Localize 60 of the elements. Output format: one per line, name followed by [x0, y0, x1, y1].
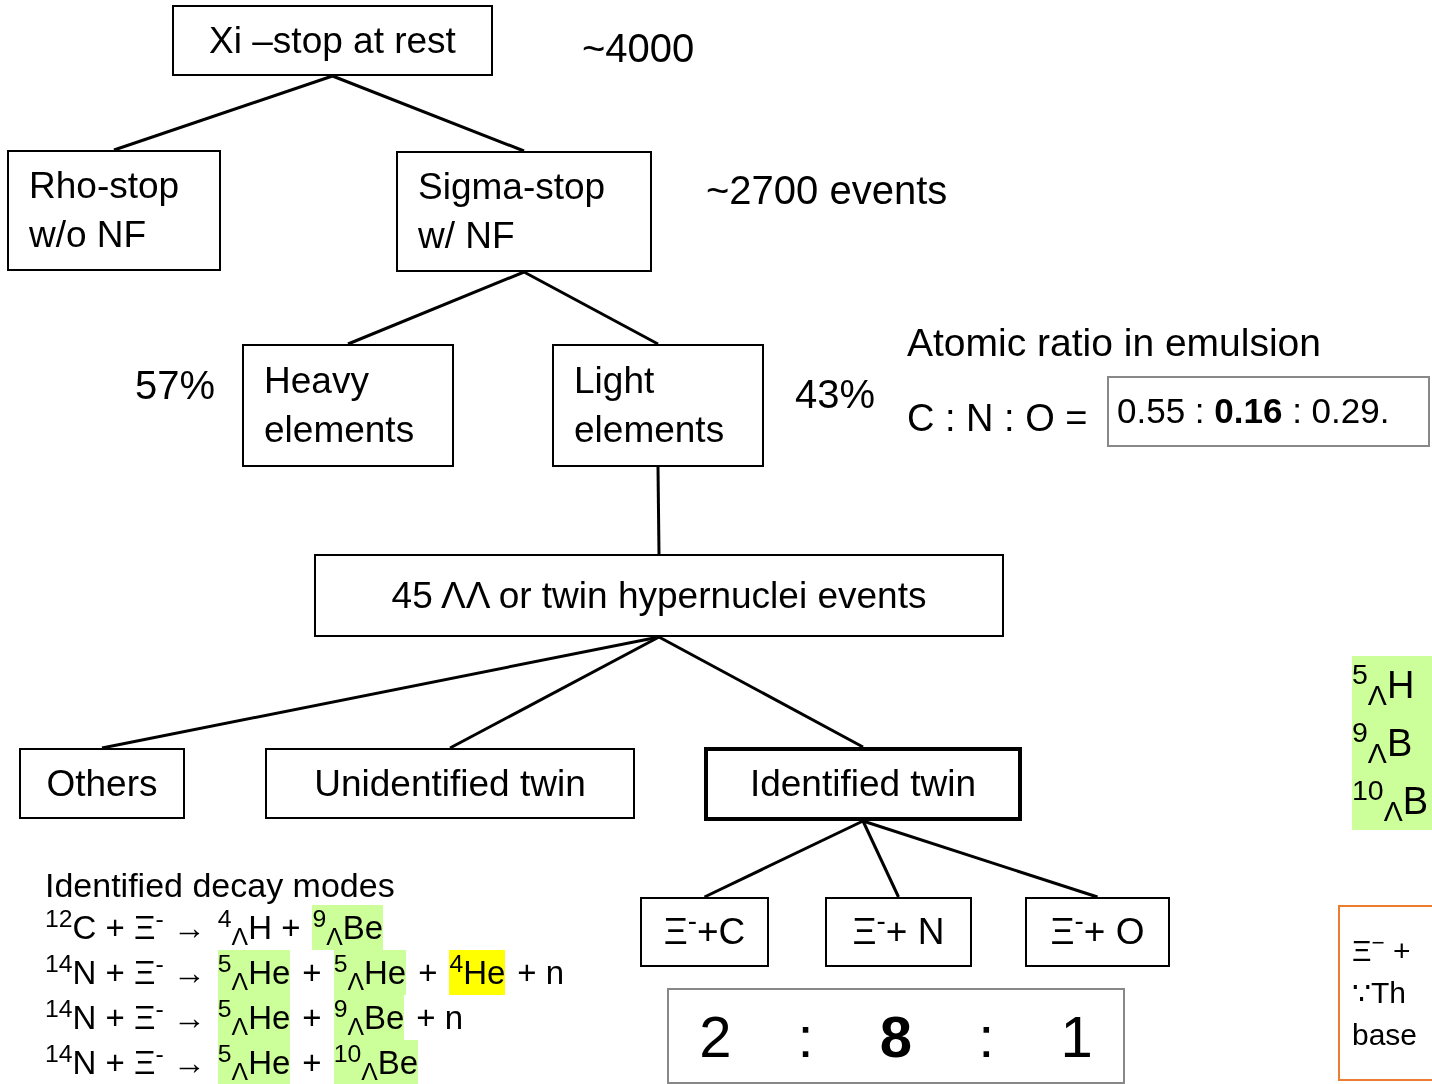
highlighted-term: $^{4}$He	[449, 950, 506, 995]
note-text: ~4000	[582, 26, 695, 70]
node-text: base	[1352, 1017, 1419, 1053]
node-text: ∵Th	[1352, 975, 1407, 1011]
node-text: 0.55 : 0.16 : 0.29.	[1117, 390, 1391, 433]
note-text: Identified decay modes	[45, 866, 395, 904]
node-text: Others	[46, 761, 158, 806]
equation-text: $^{14}$N + Ξ$^{-}$ →	[45, 950, 206, 993]
connector-line	[862, 819, 1098, 899]
note-text: 43%	[795, 372, 876, 416]
node-text: Ξ$^{-}$+C	[663, 904, 746, 955]
node-text: Sigma-stop w/ NF	[418, 165, 607, 258]
equation-text: + n	[416, 998, 464, 1038]
node-box	[396, 151, 652, 272]
equation-text: +	[418, 953, 438, 993]
node-box	[667, 988, 1125, 1084]
node-text: Unidentified twin	[314, 761, 586, 806]
equation-text: + n	[517, 953, 565, 993]
node-text: Light elements	[574, 359, 726, 452]
node-box	[314, 554, 1004, 637]
connector-line	[347, 270, 525, 346]
connector-line	[703, 819, 864, 899]
connector-line	[449, 635, 660, 750]
note-text: C : N : O =	[907, 397, 1088, 439]
equation-text: $^{14}$N + Ξ$^{-}$ →	[45, 995, 206, 1038]
node-text: 2 : 8 : 1	[699, 1002, 1093, 1071]
node-text: Ξ$^{-}$+ O	[1050, 904, 1145, 955]
node-box	[1107, 376, 1430, 447]
node-box	[7, 150, 221, 271]
node-text: Identified twin	[749, 762, 977, 807]
node-box	[825, 897, 972, 967]
equation-text: +	[302, 998, 322, 1038]
node-text: Rho-stop w/o NF	[29, 164, 181, 257]
node-text: Ξ$^{−}$ +	[1352, 930, 1412, 969]
connector-line	[656, 467, 661, 554]
node-text: Ξ$^{-}$+ N	[852, 904, 945, 955]
equation-text: +	[302, 1043, 322, 1083]
note-text: Atomic ratio in emulsion	[907, 321, 1321, 364]
node-box	[704, 747, 1022, 821]
node-box	[242, 344, 454, 467]
node-box	[552, 344, 764, 467]
node-box	[19, 748, 185, 819]
equation-text: $^{14}$N + Ξ$^{-}$ →	[45, 1040, 206, 1083]
connector-line	[113, 74, 333, 152]
node-text: 45 ΛΛ or twin hypernuclei events	[391, 573, 927, 618]
connector-line	[331, 74, 525, 153]
node-box	[1338, 905, 1432, 1081]
connector-line	[861, 820, 900, 898]
node-box	[172, 5, 493, 76]
connector-line	[658, 635, 864, 749]
equation-text: $^{12}$C + Ξ$^{-}$ →	[45, 905, 206, 948]
node-box	[1025, 897, 1170, 967]
connector-line	[523, 270, 659, 346]
note-text: 57%	[135, 363, 216, 407]
note-text: ~2700 events	[706, 168, 948, 212]
equation-text: +	[302, 953, 322, 993]
node-text: Heavy elements	[264, 359, 416, 452]
node-box	[265, 748, 635, 819]
node-box	[640, 897, 769, 967]
node-text: Xi –stop at rest	[209, 18, 456, 63]
